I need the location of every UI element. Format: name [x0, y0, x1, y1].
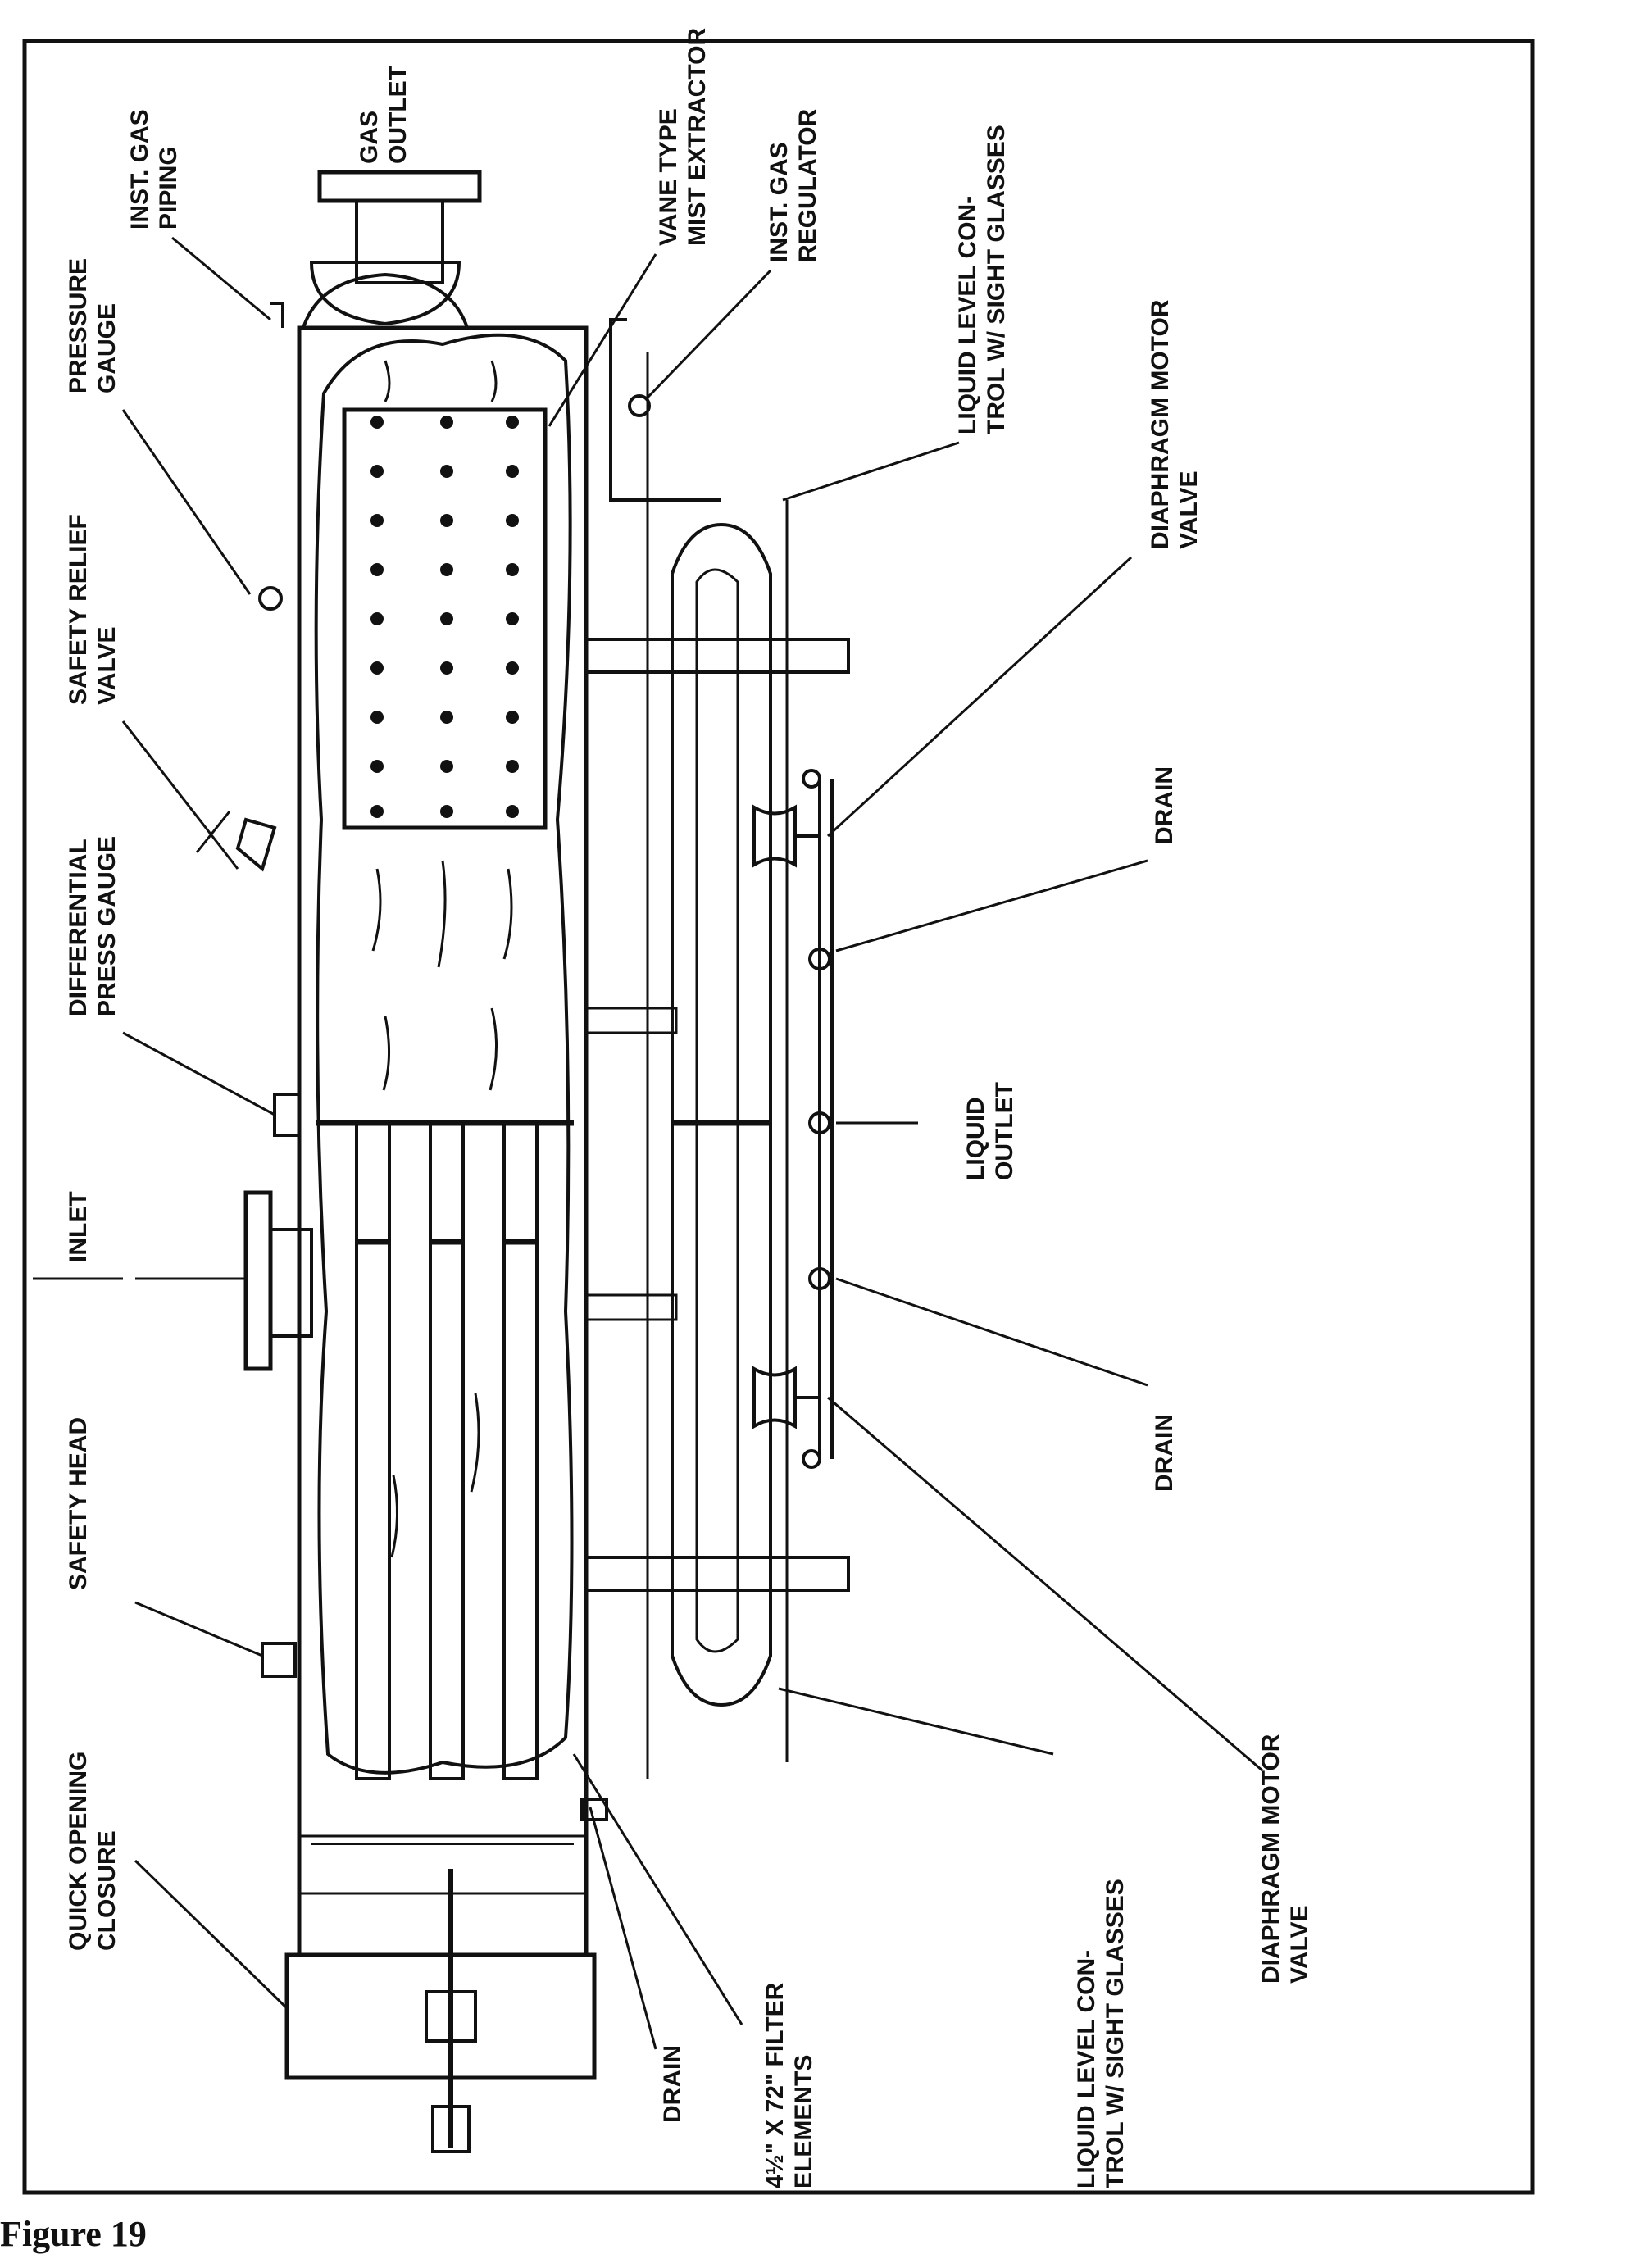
drawing-frame: [22, 39, 1535, 2195]
drain-right-top-label: DRAIN: [1151, 766, 1178, 844]
diaphragm-valve-bottom: [752, 1366, 820, 1429]
label-liquid-outlet: LIQUID OUTLET: [962, 1082, 1018, 1180]
differential-label-line1: DIFFERENTIAL: [65, 839, 92, 1016]
filter-elements-label-line2: ELEMENTS: [790, 2055, 817, 2188]
safety-relief-label-line1: SAFETY RELIEF: [65, 514, 92, 705]
drain-bottom-label: DRAIN: [659, 2045, 686, 2123]
label-filter-elements: 4½" X 72" FILTER ELEMENTS: [761, 1982, 817, 2188]
gas-outlet-label-line1: GAS: [356, 111, 383, 164]
differential-pressure-gauge: [273, 1093, 301, 1137]
inst-gas-piping-label-line1: INST. GAS: [126, 109, 153, 230]
quick-opening-label-line2: CLOSURE: [93, 1830, 120, 1951]
label-drain-right-top: DRAIN: [1151, 766, 1178, 844]
label-vane-type: VANE TYPE MIST EXTRACTOR: [655, 28, 711, 246]
quick-opening-label-line1: QUICK OPENING: [65, 1752, 92, 1951]
label-gas-outlet: GAS OUTLET: [356, 66, 411, 164]
inst-gas-piping-label-line2: PIPING: [155, 146, 182, 230]
diaphragm-valve-top: [752, 804, 820, 868]
cutaway-sketch-strokes: [371, 360, 513, 1558]
gas-outlet-label-line2: OUTLET: [384, 66, 411, 164]
drain-manifold: [802, 769, 834, 1469]
label-quick-opening: QUICK OPENING CLOSURE: [65, 1752, 120, 1951]
label-drain-bottom: DRAIN: [659, 2045, 686, 2123]
label-liquid-level-top: LIQUID LEVEL CON- TROL W/ SIGHT GLASSES: [954, 125, 1010, 434]
label-inlet: INLET: [65, 1191, 92, 1262]
leader-lines: [33, 236, 1263, 2050]
vane-type-label-line2: MIST EXTRACTOR: [684, 28, 711, 246]
drain-right-bottom-label: DRAIN: [1151, 1414, 1178, 1492]
label-differential: DIFFERENTIAL PRESS GAUGE: [65, 836, 120, 1016]
filter-elements-label-line1: 4½" X 72" FILTER: [761, 1982, 789, 2188]
liquid-level-top-label-line1: LIQUID LEVEL CON-: [954, 196, 981, 434]
diaphragm-bottom-label-line1: DIAPHRAGM MOTOR: [1257, 1734, 1284, 1984]
vane-type-label-line1: VANE TYPE: [655, 108, 682, 246]
label-inst-gas-regulator: INST. GAS REGULATOR: [766, 108, 821, 262]
diaphragm-top-label-line1: DIAPHRAGM MOTOR: [1147, 299, 1174, 549]
inst-gas-regulator-label-line1: INST. GAS: [766, 142, 793, 262]
label-diaphragm-bottom: DIAPHRAGM MOTOR VALVE: [1257, 1734, 1313, 1984]
pressure-gauge-label-line2: GAUGE: [93, 303, 120, 393]
safety-head: [261, 1642, 297, 1678]
pressure-gauge: [258, 586, 283, 611]
gas-outlet-nozzle: [317, 170, 482, 284]
pressure-gauge-label-line1: PRESSURE: [65, 258, 92, 393]
liquid-level-bottom-label-line1: LIQUID LEVEL CON-: [1073, 1950, 1100, 2188]
figure-caption: Figure 19: [0, 2214, 147, 2254]
label-inst-gas-piping: INST. GAS PIPING: [126, 109, 182, 230]
safety-relief-valve: [195, 811, 277, 872]
label-pressure-gauge: PRESSURE GAUGE: [65, 258, 120, 393]
label-liquid-level-bottom: LIQUID LEVEL CON- TROL W/ SIGHT GLASSES: [1073, 1879, 1129, 2188]
diaphragm-bottom-label-line2: VALVE: [1286, 1905, 1313, 1984]
filter-elements: [355, 1121, 539, 1780]
label-safety-head: SAFETY HEAD: [65, 1417, 92, 1590]
vane-mist-extractor: [342, 407, 548, 830]
inlet-label: INLET: [65, 1191, 92, 1262]
label-safety-relief: SAFETY RELIEF VALVE: [65, 514, 120, 705]
liquid-level-bottom-label-line2: TROL W/ SIGHT GLASSES: [1102, 1879, 1129, 2188]
label-diaphragm-top: DIAPHRAGM MOTOR VALVE: [1147, 299, 1202, 549]
safety-head-label: SAFETY HEAD: [65, 1417, 92, 1590]
liquid-level-top-label-line2: TROL W/ SIGHT GLASSES: [983, 125, 1010, 434]
diaphragm-top-label-line2: VALVE: [1175, 470, 1202, 549]
quick-opening-closure: [284, 1869, 597, 2153]
label-drain-right-bottom: DRAIN: [1151, 1414, 1178, 1492]
cutaway-outline: [314, 333, 574, 1775]
differential-label-line2: PRESS GAUGE: [93, 836, 120, 1016]
inlet-nozzle: [243, 1190, 313, 1371]
safety-relief-label-line2: VALVE: [93, 626, 120, 705]
liquid-outlet-label-line1: LIQUID: [962, 1097, 989, 1180]
inst-gas-regulator-label-line2: REGULATOR: [794, 108, 821, 262]
instrument-gas-piping: [270, 302, 721, 502]
liquid-outlet-label-line2: OUTLET: [991, 1082, 1018, 1180]
liquid-boot: [584, 352, 850, 1779]
